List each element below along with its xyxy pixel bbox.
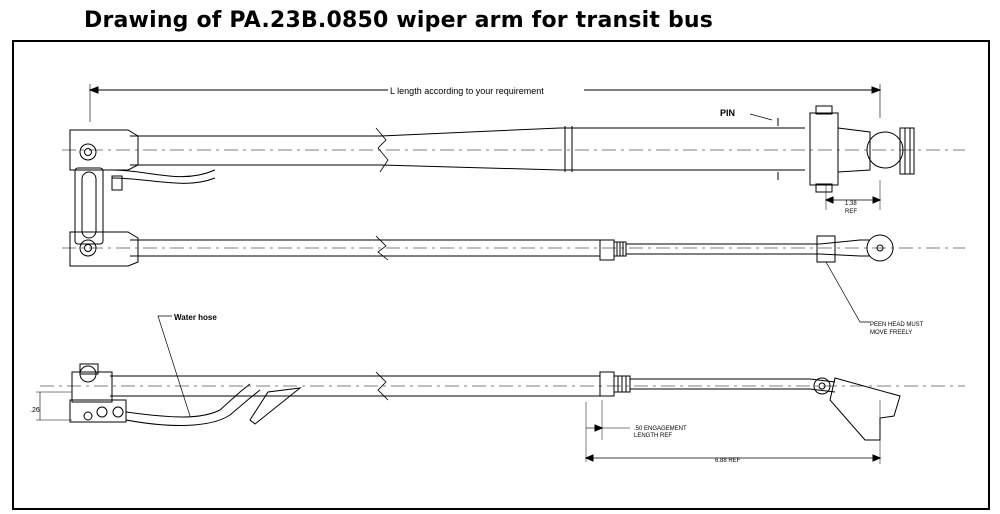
bottom-view [36, 315, 965, 464]
drawing-title: Drawing of PA.23B.0850 wiper arm for tra… [84, 8, 714, 33]
left-bracket [69, 167, 139, 267]
middle-view [62, 234, 965, 323]
ref-688-label: 6.88 REF [715, 458, 741, 464]
engagement-label-2: LENGTH REF [634, 433, 672, 439]
peen-head-label-1: PEEN HEAD MUST [870, 322, 924, 328]
engagement-label-1: .50 ENGAGEMENT [634, 426, 687, 432]
length-label: L length according to your requirement [390, 86, 544, 96]
dim-26-label: .26 [30, 407, 40, 414]
top-view [62, 84, 965, 210]
peen-head-label-2: MOVE FREELY [870, 330, 912, 336]
drawing-frame [12, 40, 990, 510]
ref-138-label: 1.38 [845, 201, 857, 207]
water-hose-label: Water hose [174, 313, 217, 322]
ref-138-word: REF [845, 209, 857, 215]
pin-label: PIN [720, 108, 735, 118]
